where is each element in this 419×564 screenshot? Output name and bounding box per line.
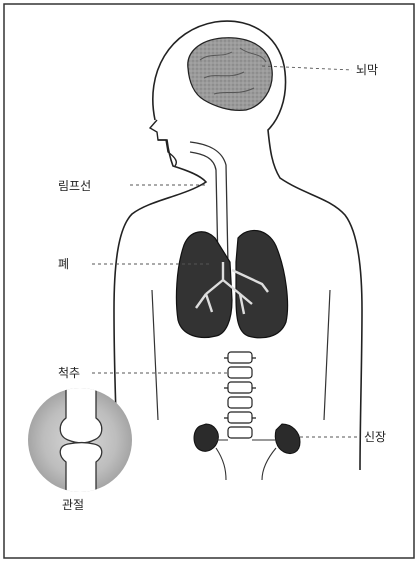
label-brain: 뇌막	[356, 63, 378, 77]
label-kidney: 신장	[364, 430, 386, 444]
label-joint: 관절	[62, 498, 84, 512]
label-lung: 폐	[58, 257, 69, 271]
label-lymph: 림프선	[58, 179, 91, 193]
label-spine: 척추	[58, 366, 80, 380]
kidney-left	[194, 424, 218, 451]
